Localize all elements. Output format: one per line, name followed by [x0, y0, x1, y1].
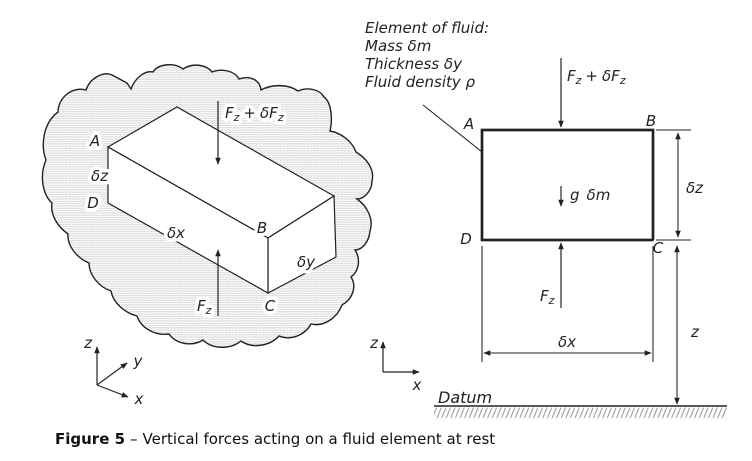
corner-d-label-2d: D: [460, 230, 472, 248]
dx-label-2d: δx: [558, 333, 576, 351]
dz-label-2d: δz: [686, 179, 704, 197]
fluid-element-2d: [480, 128, 655, 242]
corner-d-label-3d: D: [87, 194, 99, 212]
fluid-element-3d: [106, 106, 337, 295]
element-front-face: [107, 145, 269, 295]
figure-caption: Figure 5–Vertical forces acting on a flu…: [55, 430, 495, 448]
right-diagram: Element of fluid: Mass δm Thickness δy F…: [365, 19, 727, 419]
right-axis-z-label: z: [369, 334, 379, 352]
left-axis-y-label: y: [133, 352, 144, 370]
dz-extension-ticks: [656, 129, 691, 241]
left-axes: z y x: [83, 334, 143, 408]
corner-c-label-3d: C: [265, 297, 276, 315]
dx-extension-lines: [481, 246, 654, 362]
left-diagram: Fz+δFz Fz A δz D δx B δy C z y x: [41, 64, 374, 408]
annotation-line-2: Mass δm: [365, 37, 431, 55]
left-axis-z-label: z: [83, 334, 93, 352]
dimension-lines: δz δx z: [481, 129, 704, 405]
left-axis-y: [96, 362, 128, 386]
annotation-line-1: Element of fluid:: [365, 19, 489, 37]
figure-caption-number: Figure 5: [55, 430, 125, 448]
figure-caption-separator: –: [130, 430, 138, 448]
figure-caption-text: Vertical forces acting on a fluid elemen…: [143, 430, 496, 448]
dx-label-3d: δx: [167, 224, 185, 242]
right-axes: z x: [369, 334, 421, 394]
corner-b-label-3d: B: [257, 219, 267, 237]
dz-label-3d: δz: [91, 167, 109, 185]
left-axis-x: [96, 384, 129, 398]
corner-b-label-2d: B: [646, 112, 656, 130]
force-up-label-2d: Fz: [540, 287, 555, 307]
datum-label: Datum: [438, 388, 492, 407]
corner-a-label-2d: A: [463, 115, 474, 133]
right-axis-x-label: x: [412, 376, 422, 394]
datum: Datum: [434, 388, 727, 419]
datum-hatching: [434, 407, 727, 419]
annotation-block: Element of fluid: Mass δm Thickness δy F…: [365, 19, 510, 175]
annotation-line-4: Fluid density ρ: [365, 73, 476, 91]
dy-label-3d: δy: [297, 253, 316, 271]
z-height-label: z: [690, 323, 700, 341]
corner-a-label-3d: A: [89, 132, 100, 150]
left-axis-x-label: x: [134, 390, 144, 408]
force-down-label-2d: Fz+δFz: [567, 67, 626, 87]
corner-c-label-2d: C: [653, 239, 664, 257]
annotation-line-3: Thickness δy: [365, 55, 463, 73]
